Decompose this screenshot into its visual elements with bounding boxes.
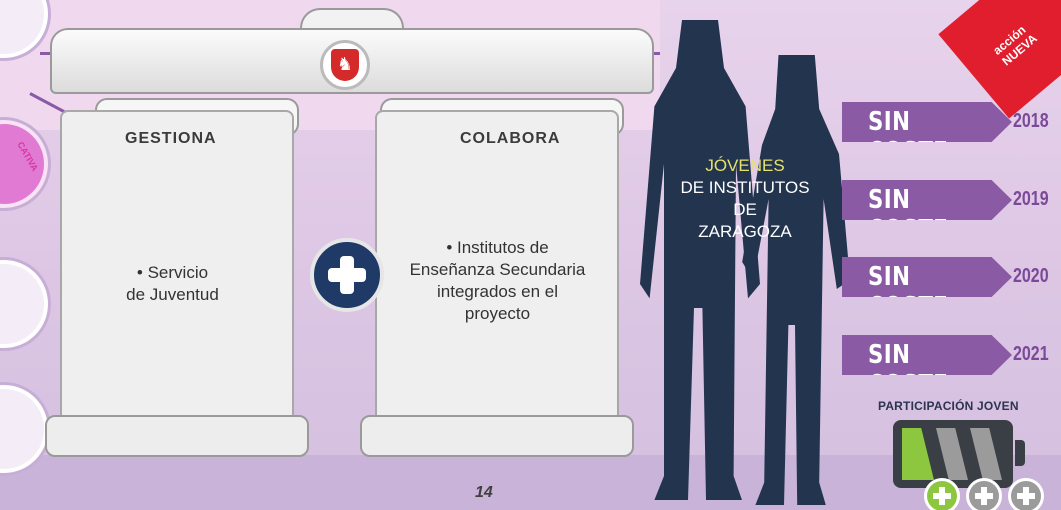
cost-banner-2019: SIN COSTE (842, 180, 1012, 220)
page-number: 14 (475, 484, 493, 501)
plus-dot-filled-icon (924, 478, 960, 510)
lion-icon: ♞ (331, 49, 359, 81)
plus-dot-empty-icon (1008, 478, 1044, 510)
right-pillar-base (360, 415, 634, 457)
battery-tip (1015, 440, 1025, 466)
pillar-text-colabora: • Institutos de Enseñanza Secundaria int… (409, 238, 586, 323)
cost-banner-2020: SIN COSTE (842, 257, 1012, 297)
side-circle-active (0, 120, 48, 208)
target-rest: DE INSTITUTOS DE ZARAGOZA (680, 178, 810, 241)
target-highlight: JÓVENES (705, 156, 785, 175)
pillar-text-gestiona: • Servicio de Juventud (126, 263, 219, 304)
right-pillar (375, 110, 619, 454)
plus-icon (310, 238, 384, 312)
bottom-band (0, 455, 1061, 510)
cost-banner-label: SIN COSTE (868, 185, 949, 245)
pillar-heading-colabora: COLABORA (460, 130, 561, 147)
left-pillar-base (45, 415, 309, 457)
side-circle (0, 260, 48, 348)
cost-year-2018: 2018 (1013, 110, 1049, 132)
target-audience-label: JÓVENES DE INSTITUTOS DE ZARAGOZA (660, 155, 830, 243)
cost-banner-2018: SIN COSTE (842, 102, 1012, 142)
cost-banner-label: SIN COSTE (868, 107, 949, 167)
zaragoza-shield-icon: ♞ (320, 40, 370, 90)
cost-banner-label: SIN COSTE (868, 340, 949, 400)
plus-dot-empty-icon (966, 478, 1002, 510)
participation-title: PARTICIPACIÓN JOVEN (878, 399, 1019, 413)
cost-banner-2021: SIN COSTE (842, 335, 1012, 375)
pillar-heading-gestiona: GESTIONA (125, 130, 217, 147)
cost-year-2021: 2021 (1013, 343, 1049, 365)
cost-banner-label: SIN COSTE (868, 262, 949, 322)
cost-year-2020: 2020 (1013, 265, 1049, 287)
cost-year-2019: 2019 (1013, 188, 1049, 210)
